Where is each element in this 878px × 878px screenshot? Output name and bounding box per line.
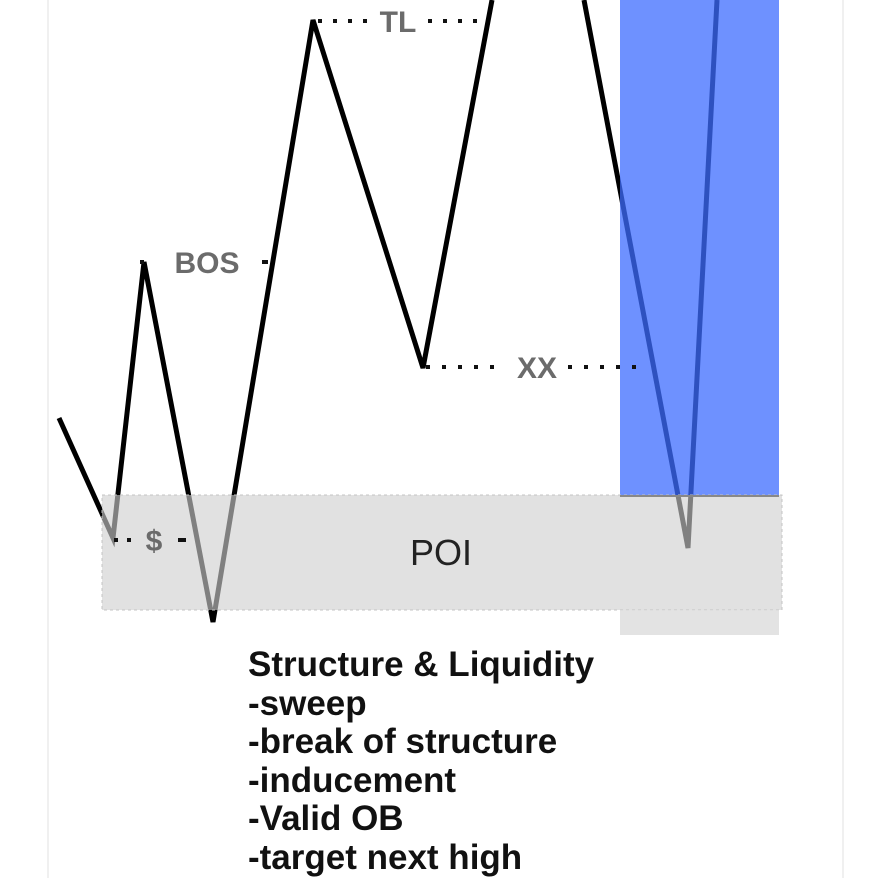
poi-zone [101, 494, 783, 611]
bos-label: BOS [174, 247, 239, 280]
notes-block: Structure & Liquidity -sweep -break of s… [248, 645, 595, 877]
xx-label: XX [517, 352, 557, 385]
notes-item-break-of-structure: -break of structure [248, 722, 558, 761]
order-block-lower-edge [620, 610, 779, 635]
notes-item-inducement: -inducement [248, 760, 457, 800]
poi-label: POI [410, 532, 472, 573]
liquidity-label: $ [146, 525, 163, 558]
notes-title: Structure & Liquidity [248, 645, 595, 684]
order-block [620, 0, 779, 496]
notes-item-sweep: -sweep [248, 683, 367, 723]
notes-item-target-next-high: -target next high [248, 837, 523, 877]
tl-label: TL [380, 6, 417, 39]
notes-item-valid-ob: -Valid OB [248, 799, 404, 838]
